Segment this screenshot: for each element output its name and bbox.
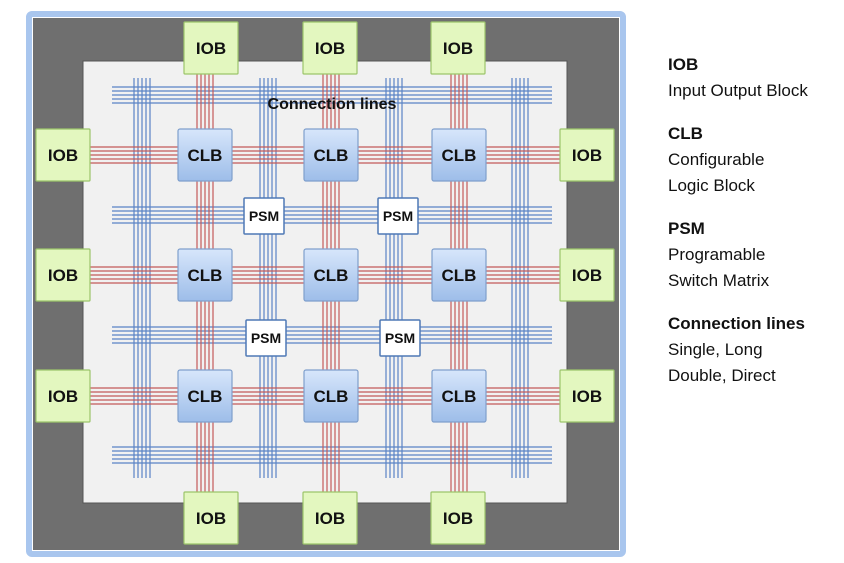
blue-connection-lines — [112, 78, 552, 478]
clb-block-box — [303, 128, 359, 182]
clb-block-label: CLB — [188, 146, 223, 165]
clb-block-label: CLB — [188, 266, 223, 285]
iob-block-label: IOB — [48, 387, 78, 406]
iob-block-box — [183, 491, 239, 545]
legend-title: PSM — [668, 219, 705, 238]
clb-block-box — [177, 248, 233, 302]
iob-block-box — [430, 491, 486, 545]
iob-block-label: IOB — [196, 39, 226, 58]
iob-block: IOB — [302, 21, 358, 75]
psm-block-label: PSM — [251, 330, 281, 346]
psm-block-box — [379, 319, 421, 357]
iob-block: IOB — [430, 21, 486, 75]
clb-block-label: CLB — [442, 266, 477, 285]
iob-block-label: IOB — [443, 39, 473, 58]
clb-block-label: CLB — [188, 387, 223, 406]
clb-block: CLB — [431, 128, 487, 182]
iob-block-box — [559, 128, 615, 182]
legend-entry-iob: IOB Input Output Block — [668, 52, 844, 104]
connection-lines-label: Connection lines — [268, 96, 397, 113]
legend-description: Switch Matrix — [668, 271, 770, 290]
iob-block-label: IOB — [443, 509, 473, 528]
clb-block-box — [431, 369, 487, 423]
iob-block: IOB — [559, 248, 615, 302]
iob-block-box — [302, 21, 358, 75]
clb-block-box — [303, 369, 359, 423]
iob-block-label: IOB — [572, 266, 602, 285]
clb-block-box — [177, 128, 233, 182]
iob-block: IOB — [35, 369, 91, 423]
iob-block: IOB — [35, 248, 91, 302]
clb-block: CLB — [177, 369, 233, 423]
clb-block-label: CLB — [314, 146, 349, 165]
clb-block-label: CLB — [314, 266, 349, 285]
clb-block: CLB — [177, 128, 233, 182]
legend-title: Connection lines — [668, 314, 805, 333]
iob-block-box — [430, 21, 486, 75]
iob-block-box — [183, 21, 239, 75]
psm-block-box — [243, 197, 285, 235]
iob-block: IOB — [430, 491, 486, 545]
legend-description: Double, Direct — [668, 366, 776, 385]
iob-block-label: IOB — [196, 509, 226, 528]
logic-blocks: IOB IOB IOB IOB IOB IOB IOB IOB IOB IOB IOB IOB CLB C… — [35, 21, 615, 545]
clb-block: CLB — [303, 248, 359, 302]
clb-block: CLB — [177, 248, 233, 302]
iob-block-label: IOB — [48, 266, 78, 285]
iob-block-label: IOB — [572, 387, 602, 406]
legend-description: Single, Long — [668, 340, 763, 359]
iob-block-box — [35, 128, 91, 182]
psm-block-box — [245, 319, 287, 357]
legend-description: Logic Block — [668, 176, 755, 195]
iob-block-box — [35, 248, 91, 302]
iob-block-label: IOB — [315, 509, 345, 528]
legend-description: Configurable — [668, 150, 765, 169]
legend-description: Input Output Block — [668, 81, 808, 100]
clb-block: CLB — [303, 369, 359, 423]
iob-block-box — [559, 369, 615, 423]
legend-description: Programable — [668, 245, 766, 264]
iob-block-label: IOB — [48, 146, 78, 165]
iob-block: IOB — [183, 491, 239, 545]
iob-block-box — [35, 369, 91, 423]
clb-block-box — [431, 248, 487, 302]
clb-block: CLB — [303, 128, 359, 182]
legend-title: IOB — [668, 55, 699, 74]
clb-block-box — [303, 248, 359, 302]
iob-block: IOB — [559, 128, 615, 182]
iob-block-box — [302, 491, 358, 545]
psm-block-label: PSM — [383, 208, 413, 224]
iob-block-label: IOB — [572, 146, 602, 165]
psm-block-box — [377, 197, 419, 235]
psm-block-label: PSM — [249, 208, 279, 224]
iob-block: IOB — [302, 491, 358, 545]
psm-block: PSM — [245, 319, 287, 357]
psm-block-label: PSM — [385, 330, 415, 346]
psm-block: PSM — [379, 319, 421, 357]
legend-title: CLB — [668, 124, 703, 143]
psm-block: PSM — [377, 197, 419, 235]
clb-block: CLB — [431, 248, 487, 302]
clb-block: CLB — [431, 369, 487, 423]
iob-block-label: IOB — [315, 39, 345, 58]
psm-block: PSM — [243, 197, 285, 235]
iob-block: IOB — [559, 369, 615, 423]
clb-block-box — [431, 128, 487, 182]
clb-block-label: CLB — [442, 146, 477, 165]
clb-block-box — [177, 369, 233, 423]
outer-frame-glow — [26, 11, 626, 557]
iob-block: IOB — [183, 21, 239, 75]
clb-block-label: CLB — [442, 387, 477, 406]
iob-block-box — [559, 248, 615, 302]
iob-block: IOB — [35, 128, 91, 182]
clb-block-label: CLB — [314, 387, 349, 406]
